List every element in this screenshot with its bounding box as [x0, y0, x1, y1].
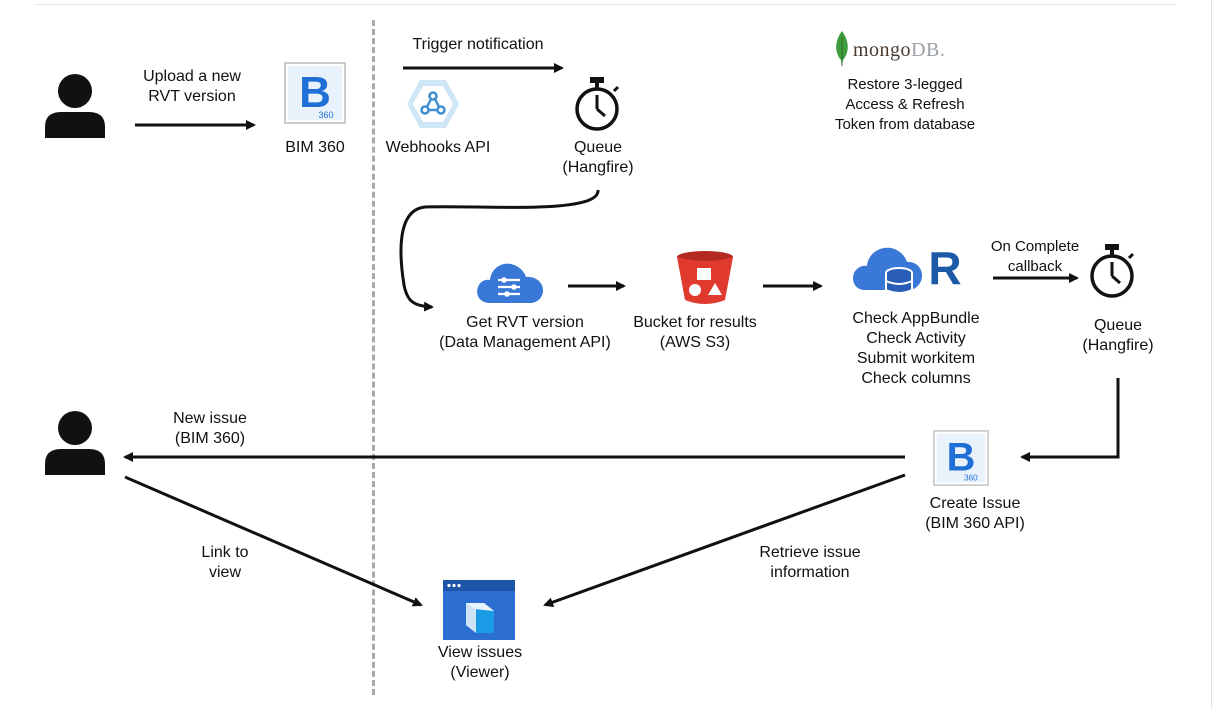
revit-icon: R	[928, 242, 961, 294]
get-rvt-label: Get RVT version(Data Management API)	[439, 314, 611, 351]
svg-text:360: 360	[318, 110, 333, 120]
cloud-settings-icon	[477, 263, 544, 303]
svg-text:B: B	[947, 436, 976, 480]
bucket-label: Bucket for results(AWS S3)	[633, 314, 757, 351]
cloud-database-icon: R	[853, 242, 962, 294]
user-icon	[45, 411, 105, 475]
top-border	[34, 4, 1176, 5]
s3-bucket-icon	[677, 251, 733, 304]
user-icon	[45, 74, 105, 138]
dashed-divider	[372, 20, 375, 695]
queue-label: Queue(Hangfire)	[562, 139, 634, 176]
arrow-link-to-view	[124, 475, 423, 607]
arrow-retrieve-issue	[543, 473, 906, 607]
trigger-notification-label: Trigger notification	[412, 36, 544, 53]
arrow-queue-to-get-rvt	[399, 189, 600, 312]
create-issue-label: Create Issue(BIM 360 API)	[925, 495, 1025, 532]
mongodb-logo: mongoDB.	[853, 39, 946, 61]
viewer-window-icon	[443, 580, 515, 640]
new-issue-label: New issue(BIM 360)	[173, 410, 247, 447]
mongodb-leaf-icon	[836, 31, 848, 67]
webhooks-label: Webhooks API	[385, 139, 491, 156]
queue-label: Queue(Hangfire)	[1082, 317, 1154, 354]
svg-text:B: B	[299, 68, 331, 117]
svg-text:360: 360	[964, 474, 978, 483]
view-issues-label: View issues(Viewer)	[437, 644, 523, 681]
arrow-queue-to-create-issue	[1020, 378, 1120, 462]
bim360-label: BIM 360	[285, 139, 345, 156]
bim360-icon: B 360	[284, 62, 346, 124]
bim360-create-issue-icon: B 360	[933, 430, 989, 486]
timer-icon	[575, 77, 620, 131]
webhooks-icon	[407, 80, 459, 128]
right-border	[1211, 0, 1212, 709]
timer-icon	[1090, 244, 1135, 298]
